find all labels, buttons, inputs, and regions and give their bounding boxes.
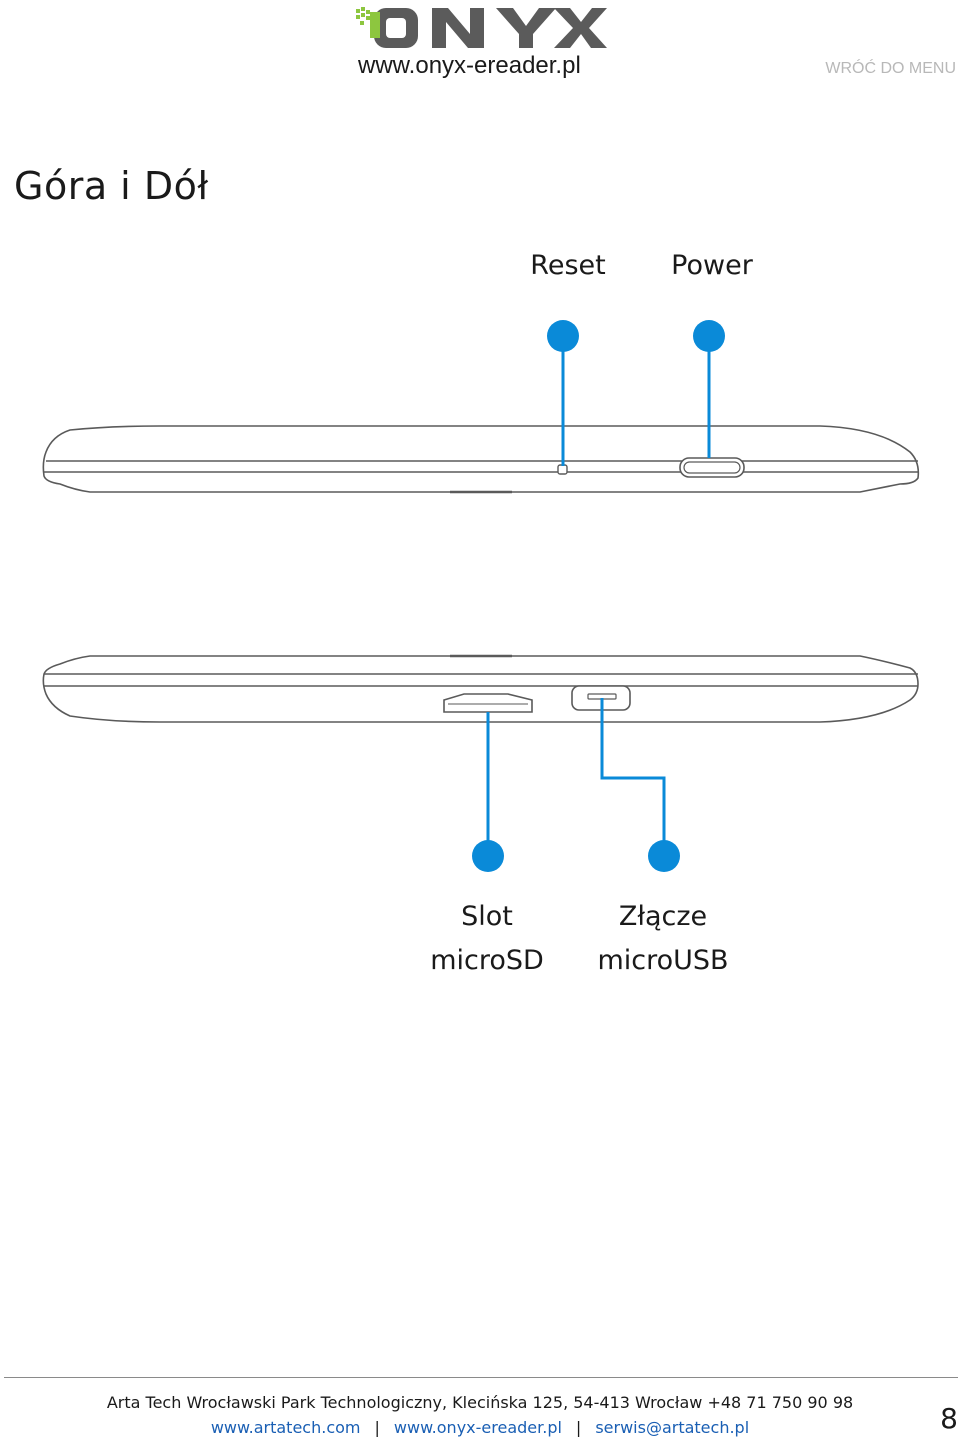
- footer-links: www.artatech.com | www.onyx-ereader.pl | ser…: [0, 1418, 960, 1437]
- microusb-label-line2: microUSB: [597, 945, 729, 976]
- page-title: Góra i Dół: [14, 164, 209, 208]
- footer-link-artatech[interactable]: www.artatech.com: [210, 1418, 361, 1437]
- device-diagram-graphic: [42, 320, 920, 872]
- reset-callout: [547, 320, 579, 466]
- page-number: 8: [940, 1402, 958, 1435]
- microusb-label-line1: Złącze: [618, 901, 708, 932]
- back-to-menu-link[interactable]: WRÓĆ DO MENU: [825, 60, 956, 77]
- footer-link-email[interactable]: serwis@artatech.pl: [595, 1418, 750, 1437]
- power-label: Power: [671, 250, 753, 281]
- footer-separator: |: [374, 1418, 380, 1437]
- footer-divider: [4, 1377, 958, 1378]
- microsd-label-line1: Slot: [461, 901, 513, 932]
- onyx-logo: [352, 4, 608, 52]
- microusb-label: Złącze microUSB: [590, 895, 736, 983]
- device-diagram: [0, 300, 960, 900]
- footer-separator: |: [575, 1418, 582, 1437]
- microusb-callout: [600, 698, 680, 872]
- power-callout: [693, 320, 725, 458]
- footer-link-onyx[interactable]: www.onyx-ereader.pl: [393, 1418, 562, 1437]
- reset-hole: [557, 464, 568, 475]
- site-url-link[interactable]: www.onyx-ereader.pl: [358, 52, 581, 79]
- reset-label: Reset: [530, 250, 606, 281]
- microsd-label-line2: microSD: [430, 945, 544, 976]
- top-edge-view: [42, 425, 920, 494]
- footer-address: Arta Tech Wrocławski Park Technologiczny…: [106, 1393, 854, 1412]
- power-button: [679, 457, 745, 478]
- microsd-label: Slot microSD: [420, 895, 554, 983]
- onyx-logo-graphic: [356, 7, 607, 48]
- microsd-callout: [472, 712, 504, 872]
- microsd-slot: [443, 693, 533, 713]
- bottom-edge-view: [42, 654, 919, 723]
